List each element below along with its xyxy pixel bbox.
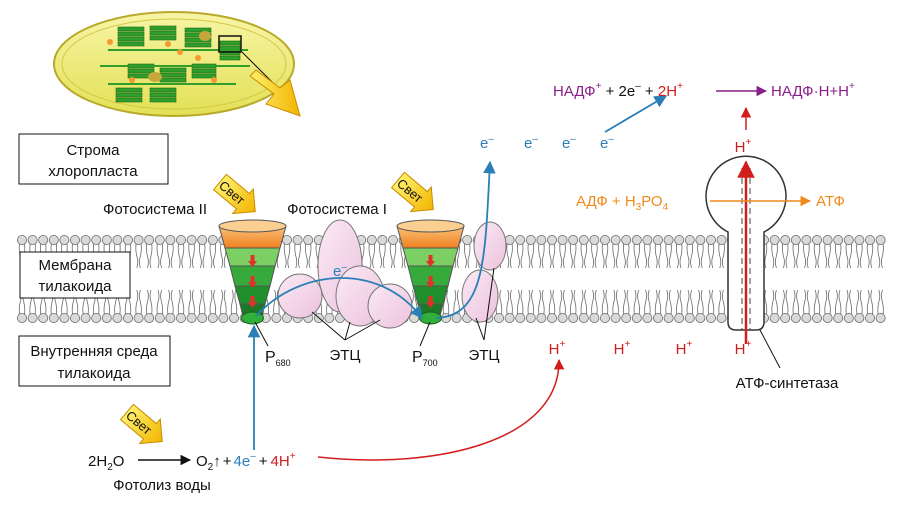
etc-proteins bbox=[277, 219, 507, 329]
p680-label: Р680 bbox=[265, 349, 291, 368]
atp-equation: АДФ + Н3РО4 АТФ bbox=[576, 193, 845, 213]
nadp-equation-text: НАДФ+ + 2e– + 2H+ bbox=[553, 81, 683, 100]
nadp-equation: НАДФ+ + 2e– + 2H+ НАДФ·Н+Н+ bbox=[553, 81, 855, 100]
chloroplast-icon bbox=[53, 11, 295, 117]
nadp-product: НАДФ·Н+Н+ bbox=[771, 81, 855, 100]
photosystem-i bbox=[396, 219, 465, 325]
stroma-label-line2: хлоропласта bbox=[48, 163, 138, 180]
p700-label: Р700 bbox=[412, 349, 438, 368]
electron-etc: e– bbox=[333, 262, 347, 280]
lumen-label-line1: Внутренняя среда bbox=[30, 343, 158, 360]
stroma-label-line1: Строма bbox=[66, 142, 120, 159]
electron-stroma-2: e– bbox=[524, 134, 538, 152]
electron-stroma-4: e– bbox=[600, 134, 614, 152]
atp-synthase-label: АТФ-синтетаза bbox=[736, 375, 839, 392]
electron-flow bbox=[247, 95, 668, 450]
electron-path-to-nadp bbox=[604, 95, 668, 133]
water-equation: 2H2O O2↑+4e–+4H+ Фотолиз воды bbox=[88, 451, 296, 494]
atp-synthase bbox=[705, 155, 787, 344]
membrane-label-box: Мембрана тилакоида bbox=[19, 251, 131, 299]
proton-stroma: H+ bbox=[735, 137, 752, 156]
electron-path-psii-to-psi bbox=[255, 277, 423, 320]
electron-stroma-3: e– bbox=[562, 134, 576, 152]
zoom-arrow-icon bbox=[241, 51, 301, 117]
stroma-label-box: Строма хлоропласта bbox=[18, 133, 169, 185]
water-reactant: 2H2O bbox=[88, 453, 124, 473]
atp-product: АТФ bbox=[816, 193, 845, 210]
photosystem-i-label: Фотосистема I bbox=[287, 201, 387, 218]
proton-lumen-2: H+ bbox=[614, 339, 631, 358]
stroma-electrons: e– e– e– e– bbox=[480, 134, 614, 152]
lumen-label-box: Внутренняя среда тилакоида bbox=[18, 335, 171, 387]
etc-label-2: ЭТЦ bbox=[468, 347, 499, 364]
proton-lumen-1: H+ bbox=[549, 339, 566, 358]
photosystem-ii bbox=[218, 219, 287, 325]
proton-flow bbox=[317, 106, 752, 461]
proton-lumen-4: H+ bbox=[735, 339, 752, 358]
electron-path-psi-to-stroma bbox=[435, 160, 496, 319]
proton-lumen-3: H+ bbox=[676, 339, 693, 358]
photolysis-label: Фотолиз воды bbox=[113, 477, 211, 494]
electron-stroma-1: e– bbox=[480, 134, 494, 152]
lumen-label-line2: тилакоида bbox=[58, 365, 132, 382]
proton-path-to-lumen bbox=[317, 358, 565, 461]
atp-reactants: АДФ + Н3РО4 bbox=[576, 193, 669, 213]
membrane-label-line1: Мембрана bbox=[38, 257, 112, 274]
membrane-label-line2: тилакоида bbox=[39, 278, 113, 295]
photosystem-ii-label: Фотосистема II bbox=[103, 201, 207, 218]
etc-label-1: ЭТЦ bbox=[329, 347, 360, 364]
lumen-protons: H+ H+ H+ H+ bbox=[549, 339, 752, 358]
water-products: O2↑+4e–+4H+ bbox=[196, 451, 296, 473]
